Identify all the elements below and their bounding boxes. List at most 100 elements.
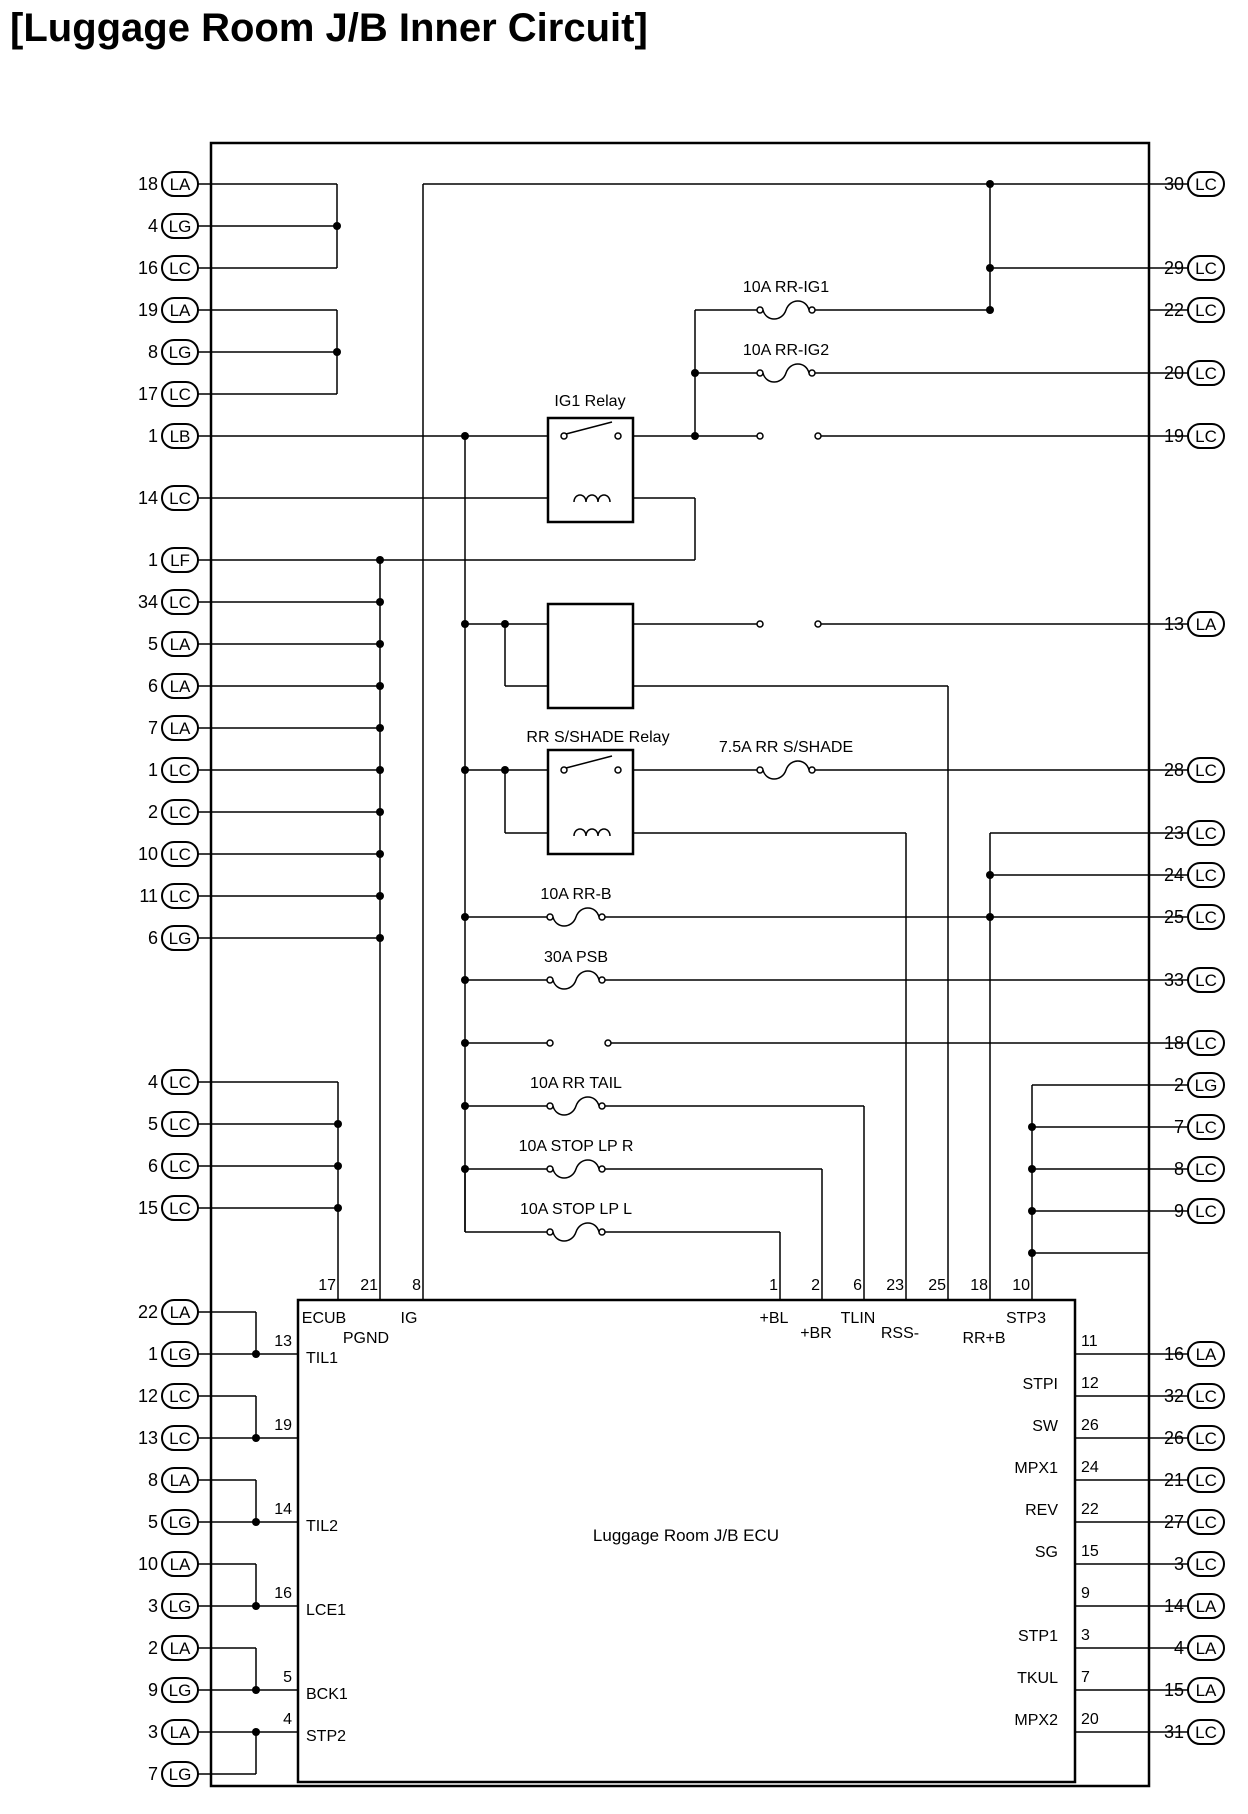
ecu-pin-number: 2 (811, 1277, 820, 1294)
connector-badge (161, 1383, 199, 1409)
connector-right: 16 LA (1164, 1341, 1225, 1367)
ecu-pin-number: 10 (1012, 1277, 1030, 1294)
connector-badge (1187, 1114, 1225, 1140)
relay-coil (573, 494, 611, 503)
connector-pin: 28 (1164, 760, 1184, 780)
connector-pin: 25 (1164, 907, 1184, 927)
ecu-pin-label: SG (1035, 1544, 1058, 1561)
connector-badge (161, 1467, 199, 1493)
connector-badge (161, 925, 199, 951)
connector-pin: 16 (138, 258, 158, 278)
fuse-label: 10A RR-IG2 (743, 342, 829, 359)
connector-pin: 18 (138, 174, 158, 194)
connector-code: LA (1196, 615, 1217, 634)
ecu-pin-number: 1 (769, 1277, 778, 1294)
junction-dot (376, 850, 384, 858)
connector-pin: 27 (1164, 1512, 1184, 1532)
connector-code: LG (169, 929, 192, 948)
junction-dot (461, 1039, 469, 1047)
connector-pin: 24 (1164, 865, 1184, 885)
junction-dot (986, 306, 994, 314)
switch-terminal (604, 1039, 612, 1047)
connector-pin: 16 (1164, 1344, 1184, 1364)
ecu-pin-label: LCE1 (306, 1602, 346, 1619)
junction-dot (461, 766, 469, 774)
ecu-pin-number: 24 (1081, 1459, 1099, 1476)
ecu-pin-number: 26 (1081, 1417, 1099, 1434)
connector-code: LC (1195, 259, 1217, 278)
fuse-symbol (552, 1222, 600, 1242)
connector-pin: 2 (148, 802, 158, 822)
junction-dot (376, 934, 384, 942)
connector-badge (1187, 757, 1225, 783)
connector-badge (161, 381, 199, 407)
connector-pin: 15 (1164, 1680, 1184, 1700)
connector-badge (1187, 255, 1225, 281)
junction-dot (376, 808, 384, 816)
connector-code: LC (169, 385, 191, 404)
fuse-symbol (762, 760, 810, 780)
ecu-pin-number: 4 (283, 1711, 292, 1728)
ecu-pin-label: TIL2 (306, 1518, 338, 1535)
connector-badge (1187, 967, 1225, 993)
connector-code: LC (169, 593, 191, 612)
junction-dot (376, 598, 384, 606)
connector-code: LA (1196, 1345, 1217, 1364)
ecu-pin-number: 25 (928, 1277, 946, 1294)
connector-pin: 14 (138, 488, 158, 508)
fuse-label: 10A RR TAIL (530, 1075, 622, 1092)
connector-badge (161, 423, 199, 449)
relay-contact (560, 432, 568, 440)
ecu-pin-number: 21 (360, 1277, 378, 1294)
junction-dot (461, 1165, 469, 1173)
connector-badge (161, 757, 199, 783)
connector-pin: 33 (1164, 970, 1184, 990)
connector-code: LA (170, 301, 191, 320)
ecu-pin-label: MPX1 (1014, 1460, 1058, 1477)
connector-code: LA (170, 719, 191, 738)
ecu-pin-label: TLIN (841, 1310, 876, 1327)
components (296, 300, 1077, 1784)
ecu-pin-number: 17 (318, 1277, 336, 1294)
fuse-symbol (762, 363, 810, 383)
connector-badge (161, 1153, 199, 1179)
junction-dot (252, 1686, 260, 1694)
connector-code: LC (169, 259, 191, 278)
connector-badge (161, 255, 199, 281)
connector-code: LF (170, 551, 190, 570)
fuse-terminal (598, 913, 606, 921)
connector-code: LC (169, 1115, 191, 1134)
connector-code: LG (169, 1513, 192, 1532)
ecu-pin-number: 19 (274, 1417, 292, 1434)
connector-badge (161, 339, 199, 365)
switch-terminal (546, 1039, 554, 1047)
ecu-pin-label: +BL (760, 1310, 789, 1327)
connector-pin: 22 (1164, 300, 1184, 320)
ecu-pin-label: STP1 (1018, 1628, 1058, 1645)
connector-code: LC (1195, 1387, 1217, 1406)
connector-code: LC (169, 1387, 191, 1406)
fuse-symbol (762, 300, 810, 320)
junction-dot (252, 1434, 260, 1442)
connector-badge (1187, 1677, 1225, 1703)
connector-badge (1187, 423, 1225, 449)
